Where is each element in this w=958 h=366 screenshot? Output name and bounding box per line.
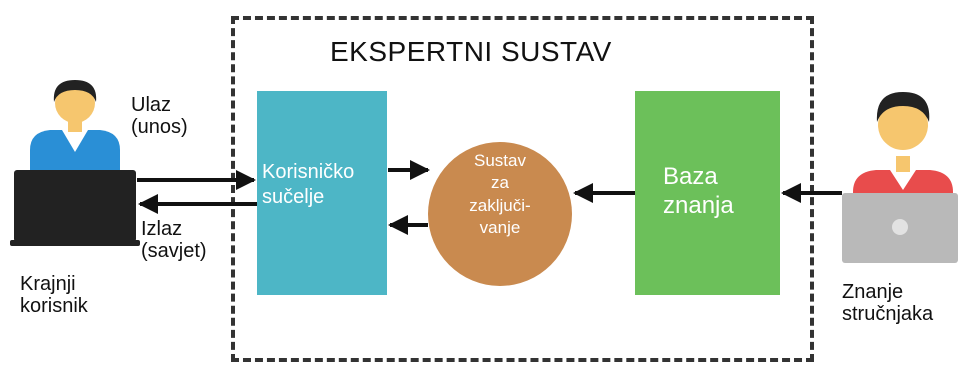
user-interface-label-line1: Korisničko [262,161,355,183]
knowledge-base-label: Baza znanja [663,163,734,221]
expert-icon [842,92,958,263]
expert-knowledge-label-line2: stručnjaka [842,303,934,326]
user-interface-label-line2: sučelje [262,186,325,208]
expert-knowledge-label-line1: Znanje [842,281,904,303]
input-label: Ulaz (unos) [131,94,188,139]
user-laptop [14,170,136,242]
inference-engine-label: Sustav za zaključi- vanje [428,150,572,240]
output-label-line1: Izlaz [141,218,183,240]
inference-engine-label-line2: za [491,173,509,193]
inference-engine-label-line1: Sustav [474,151,526,170]
inference-engine-label-line3: zaključi- [469,195,531,215]
output-label: Izlaz (savjet) [141,218,207,263]
inference-engine-label-line4: vanje [479,218,521,238]
input-label-line1: Ulaz [131,94,172,116]
expert-face [878,100,928,150]
expert-laptop-logo [892,219,908,235]
user-laptop-base [10,240,140,246]
diagram-title: EKSPERTNI SUSTAV [330,36,612,67]
end-user-label-line2: korisnik [20,295,88,318]
user-interface-block [257,91,387,295]
expert-system-boundary [231,16,814,362]
user-interface-label: Korisničko sučelje [262,160,354,210]
inference-engine-circle [428,142,572,286]
end-user-label-line1: Krajnji [20,273,76,295]
expert-neck [896,156,910,172]
knowledge-base-label-line1: Baza [663,163,718,190]
user-face [55,83,95,123]
input-label-line2: (unos) [131,116,188,139]
end-user-icon [10,80,140,246]
expert-knowledge-label: Znanje stručnjaka [842,281,933,326]
knowledge-base-label-line2: znanja [663,191,734,219]
output-label-line2: (savjet) [141,240,207,263]
knowledge-base-block [635,91,780,295]
end-user-label: Krajnji korisnik [20,273,88,318]
